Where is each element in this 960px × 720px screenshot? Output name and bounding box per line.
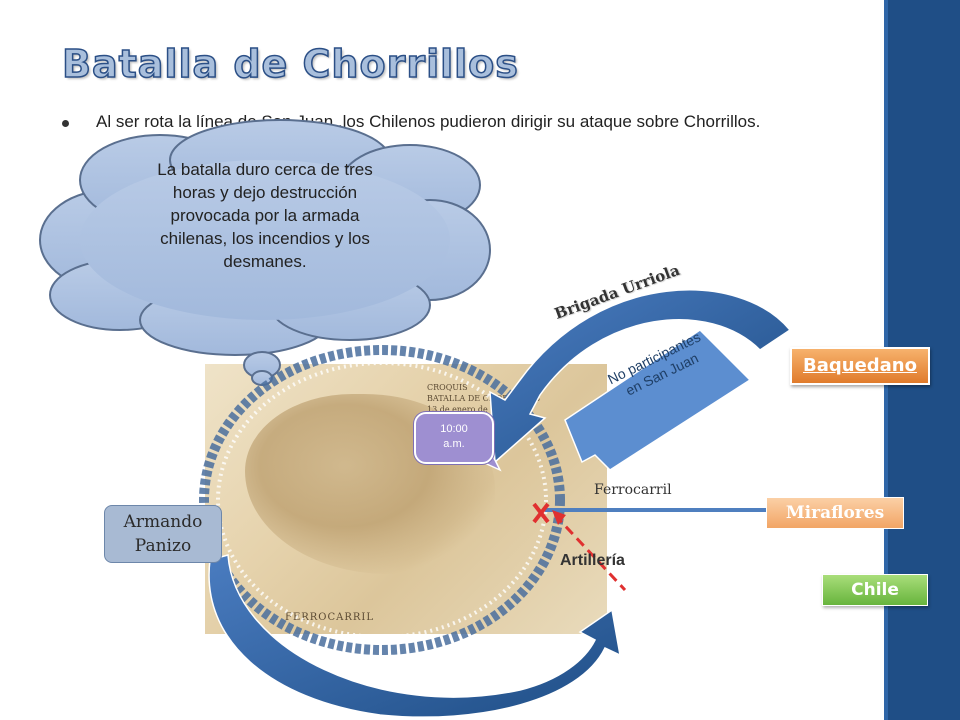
thought-cloud	[39, 119, 491, 386]
artilleria-arrowhead	[552, 510, 566, 525]
no-participantes-arrow	[564, 329, 752, 471]
slide-title: Batalla de Chorrillos	[61, 41, 519, 87]
map-header-line: 13 de enero de 1881	[427, 405, 511, 414]
artilleria-line	[553, 513, 627, 592]
miraflores-label: Miraflores	[766, 497, 904, 529]
bullet-icon	[62, 120, 69, 127]
armando-panizo-label: Armando Panizo	[104, 505, 222, 563]
armando-line: Panizo	[134, 536, 192, 556]
time-line: 10:00	[440, 423, 468, 435]
map-rail-label: FERROCARRIL	[285, 612, 375, 623]
map-header-line: BATALLA DE CHORRILLOS	[427, 394, 541, 403]
map-header-line: CROQUIS	[427, 383, 468, 392]
chile-label: Chile	[822, 574, 928, 606]
map-header: CROQUIS BATALLA DE CHORRILLOS 13 de ener…	[427, 382, 540, 415]
artilleria-label: Artillería	[560, 552, 625, 569]
baquedano-label: Baquedano	[790, 347, 930, 385]
map-highlight-circle	[199, 345, 565, 655]
ferrocarril-label: Ferrocarril	[594, 482, 672, 498]
time-callout: 10:00 a.m.	[414, 412, 494, 464]
cross-icon	[532, 502, 550, 524]
cloud-text: La batalla duro cerca de tres horas y de…	[157, 160, 373, 271]
armando-line: Armando	[123, 512, 203, 532]
panizo-arrow	[208, 554, 621, 718]
time-line: a.m.	[443, 438, 465, 450]
